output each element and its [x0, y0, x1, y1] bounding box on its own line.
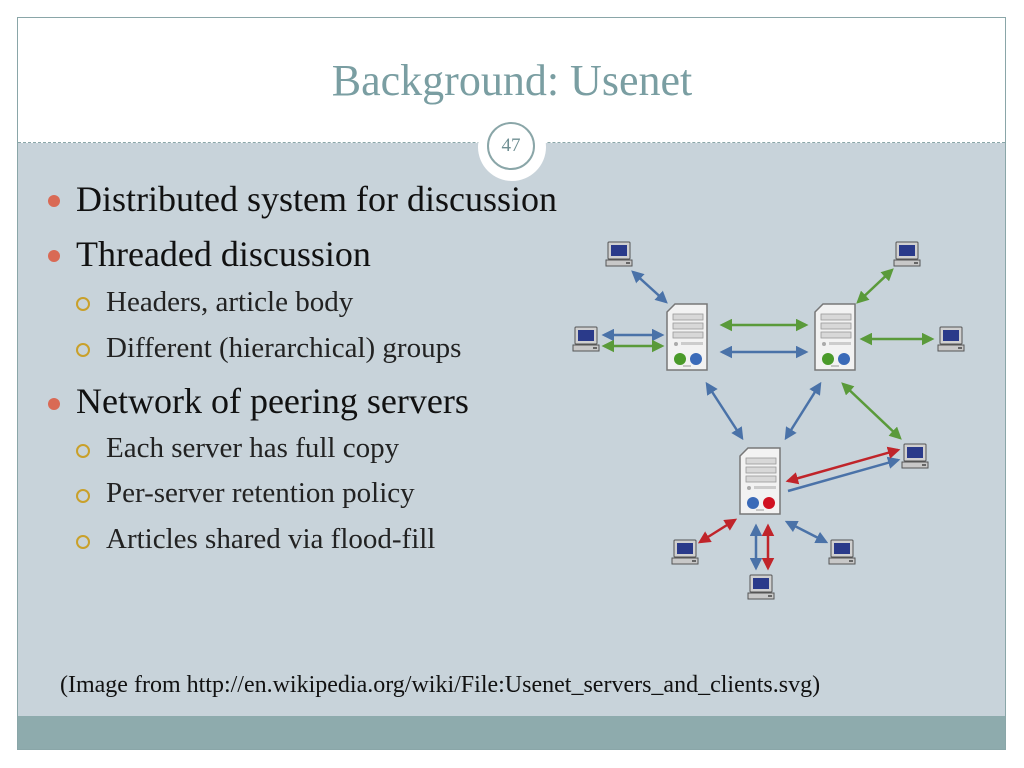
red-arrows [697, 446, 901, 571]
bullet-dot [48, 398, 60, 410]
green-arrows [601, 268, 935, 440]
sub-bullet-ring [76, 444, 90, 458]
sub-bullet-3-2: Per-server retention policy [106, 477, 415, 509]
client-icon [893, 241, 921, 267]
server-top-right-icon [814, 303, 856, 371]
bullet-2: Threaded discussion [76, 234, 371, 274]
bullet-dot [48, 195, 60, 207]
sub-bullet-ring [76, 535, 90, 549]
bullet-1: Distributed system for discussion [76, 179, 557, 219]
sub-bullet-3-3: Articles shared via flood-fill [106, 523, 436, 555]
sub-bullet-2-1: Headers, article body [106, 286, 354, 318]
client-icon [747, 574, 775, 600]
sub-bullet-3-1: Each server has full copy [106, 432, 400, 464]
client-icon [605, 241, 633, 267]
client-icon [828, 539, 856, 565]
sub-bullet-ring [76, 297, 90, 311]
sub-bullet-2-2: Different (hierarchical) groups [106, 332, 462, 364]
footer-bar [18, 716, 1005, 749]
bullet-3: Network of peering servers [76, 381, 469, 421]
bullet-dot [48, 250, 60, 262]
client-icon [671, 539, 699, 565]
server-top-left-icon [666, 303, 708, 371]
content-area [18, 143, 1005, 716]
client-icon [901, 443, 929, 469]
page-number-badge: 47 [487, 122, 535, 170]
sub-bullet-ring [76, 343, 90, 357]
sub-bullet-ring [76, 489, 90, 503]
image-caption: (Image from http://en.wikipedia.org/wiki… [60, 672, 821, 698]
client-icon [572, 326, 600, 352]
client-icon [937, 326, 965, 352]
slide-title: Background: Usenet [331, 56, 693, 105]
server-bottom-icon [739, 447, 781, 515]
